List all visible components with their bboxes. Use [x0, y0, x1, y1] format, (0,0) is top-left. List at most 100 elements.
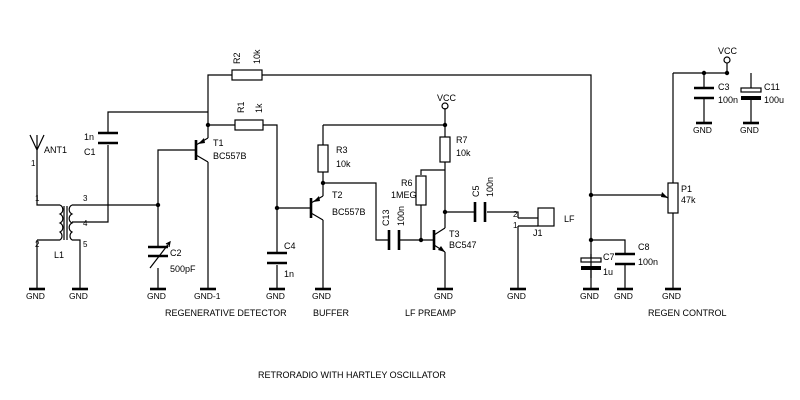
r2-value-label: 10k: [252, 49, 262, 64]
capacitor-c4: C4 1n: [267, 241, 296, 279]
wires: [36, 63, 752, 288]
junction-dot: [701, 70, 707, 76]
transistor-t2: T2 BC557B: [309, 190, 366, 221]
junction-dot: [588, 192, 594, 198]
gnd-label: GND: [693, 125, 712, 135]
t2-value-label: BC557B: [332, 207, 366, 217]
ground-symbol: GND: [312, 287, 331, 301]
c3-ref-label: C3: [718, 82, 730, 92]
gnd-label: GND: [266, 291, 285, 301]
ground-symbol: GND: [740, 121, 759, 135]
ground-symbol: GND: [266, 287, 285, 301]
gnd-label: GND: [147, 291, 166, 301]
t3-ref-label: T3: [449, 229, 460, 239]
gnd-1-label: GND-1: [194, 291, 221, 301]
section-label-lf-preamp: LF PREAMP: [405, 308, 456, 318]
ground-symbol: GND: [580, 287, 599, 301]
capacitor-c2: C2 500pF: [148, 240, 196, 274]
vcc-label: VCC: [718, 46, 738, 56]
t2-ref-label: T2: [332, 190, 343, 200]
r1-ref-label: R1: [236, 101, 246, 113]
t3-value-label: BC547: [449, 240, 477, 250]
junction-dot: [274, 205, 280, 211]
c13-ref-label: C13: [381, 209, 391, 226]
resistor-r1: R1 1k: [234, 101, 264, 131]
c2-ref-label: C2: [170, 248, 182, 258]
junction-dot: [155, 202, 161, 208]
ground-symbol: GND: [614, 287, 633, 301]
capacitor-c1: 1n C1: [84, 111, 208, 157]
vcc-label: VCC: [437, 93, 457, 103]
t1-ref-label: T1: [213, 138, 224, 148]
gnd-label: GND: [26, 291, 45, 301]
gnd-label: GND: [69, 291, 88, 301]
transistor-t1: T1 BC557B: [194, 137, 247, 163]
j1-value-label: LF: [564, 214, 575, 224]
r3-value-label: 10k: [336, 159, 351, 169]
c7-ref-label: C7: [603, 252, 615, 262]
potentiometer-p1: P1 47k: [661, 182, 696, 214]
ant1-pin-label: 1: [31, 159, 36, 168]
c11-ref-label: C11: [764, 82, 780, 92]
junction-dot: [724, 70, 730, 76]
r7-value-label: 10k: [456, 148, 471, 158]
gnd-label: GND: [740, 125, 759, 135]
capacitor-c11: C11 100u: [740, 82, 784, 105]
gnd-label: GND: [580, 291, 599, 301]
p1-ref-label: P1: [681, 184, 692, 194]
ground-symbol: GND: [147, 287, 166, 301]
c4-ref-label: C4: [284, 241, 296, 251]
c13-value-label: 100n: [396, 206, 406, 226]
capacitor-c7: C7 1u: [580, 252, 615, 277]
capacitor-c3: C3 100n: [694, 82, 738, 105]
ground-symbol: GND: [693, 121, 712, 135]
section-label-regenerative-detector: REGENERATIVE DETECTOR: [165, 308, 287, 318]
r7-ref-label: R7: [456, 135, 468, 145]
l1-pin-label: 3: [83, 194, 88, 203]
r6-ref-label: R6: [401, 178, 413, 188]
j1-ref-label: J1: [533, 228, 543, 238]
junction-dot: [418, 237, 424, 243]
c5-value-label: 100n: [485, 177, 495, 197]
junction-dot: [442, 122, 448, 128]
c4-value-label: 1n: [284, 269, 294, 279]
ant1-ref-label: ANT1: [44, 145, 67, 155]
ground-symbol: GND-1: [194, 287, 221, 301]
j1-pin-label: 2: [513, 210, 518, 219]
c5-ref-label: C5: [471, 185, 481, 197]
l1-pin-label: 4: [83, 219, 88, 228]
resistor-r2: R2 10k: [231, 49, 263, 81]
gnd-label: GND: [507, 291, 526, 301]
transformer-l1: 1 2 3 4 5 L1: [35, 194, 88, 260]
schematic-title: RETRORADIO WITH HARTLEY OSCILLATOR: [258, 370, 446, 380]
junction-dots: [155, 70, 730, 243]
r1-value-label: 1k: [254, 103, 264, 113]
vcc-symbol: VCC: [718, 46, 738, 64]
junction-dot: [442, 209, 448, 215]
l1-pin-label: 5: [83, 240, 88, 249]
c8-value-label: 100n: [638, 257, 658, 267]
resistor-r6: R6 1MEG: [391, 175, 427, 206]
transistor-t3: T3 BC547: [432, 227, 477, 253]
section-label-regen-control: REGEN CONTROL: [648, 308, 727, 318]
vcc-symbol: VCC: [437, 93, 457, 110]
junction-dot: [320, 180, 326, 186]
gnd-label: GND: [662, 291, 681, 301]
resistor-r3: R3 10k: [317, 144, 351, 173]
ground-symbol: GND: [662, 287, 681, 301]
capacitor-c8: C8 100n: [615, 242, 658, 267]
l1-pin-label: 2: [35, 240, 40, 249]
r3-ref-label: R3: [336, 145, 348, 155]
c3-value-label: 100n: [718, 95, 738, 105]
ground-symbol: GND: [507, 287, 526, 301]
capacitor-c13: C13 100n: [381, 206, 406, 250]
l1-ref-label: L1: [54, 250, 64, 260]
l1-pin-label: 1: [35, 194, 40, 203]
t1-value-label: BC557B: [213, 151, 247, 161]
gnd-label: GND: [614, 291, 633, 301]
ground-symbol: GND: [434, 287, 453, 301]
gnd-label: GND: [434, 291, 453, 301]
j1-pin-label: 1: [513, 221, 518, 230]
